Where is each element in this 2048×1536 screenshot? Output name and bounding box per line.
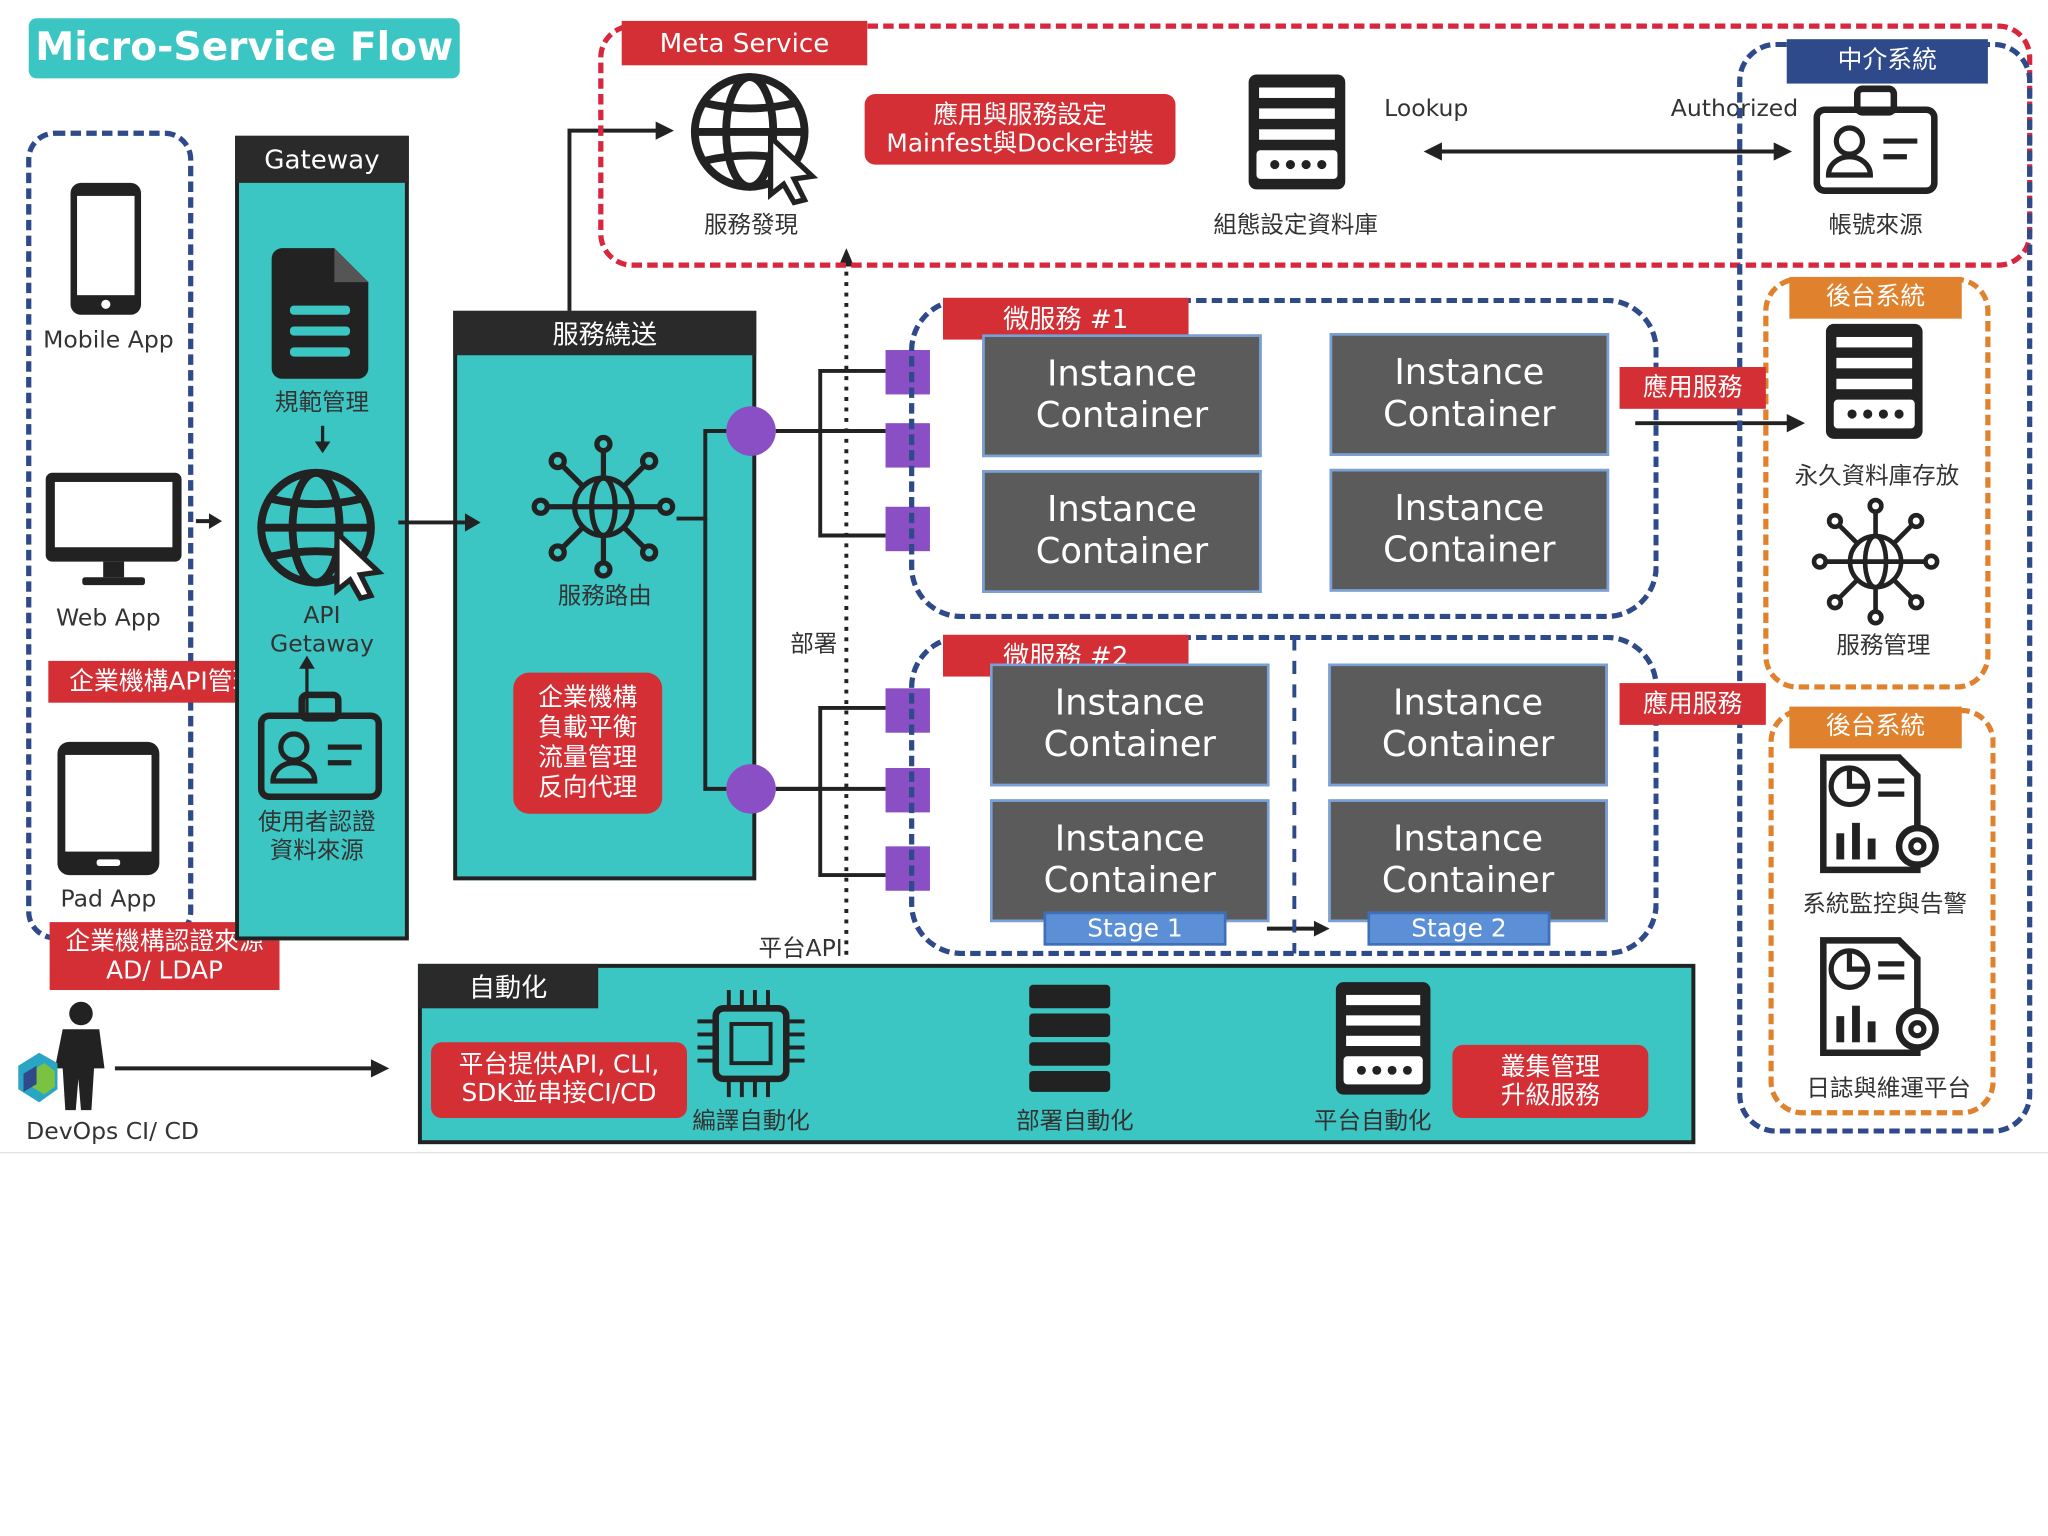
ms1-app-service-tag: 應用服務	[1619, 367, 1766, 409]
monitoring-label: 系統監控與告警	[1802, 890, 1967, 919]
backend2-tag: 後台系統	[1789, 706, 1962, 749]
ms2-app-service-tag: 應用服務	[1619, 683, 1766, 725]
platform-api-tag: 平台提供API, CLI, SDK並串接CI/CD	[431, 1042, 688, 1119]
ms2-container-2: Instance Container	[1328, 663, 1608, 787]
broker-tag: 中介系統	[1786, 39, 1988, 84]
port-ms2-3	[885, 846, 930, 891]
authorized-label: Authorized	[1670, 95, 1799, 123]
cpu-chip-icon	[697, 990, 805, 1098]
config-database-label: 組態設定資料庫	[1213, 211, 1378, 240]
automation-header: 自動化	[417, 963, 599, 1009]
persistent-db-label: 永久資料庫存放	[1794, 462, 1960, 490]
cluster-management-tag: 叢集管理 升級服務	[1452, 1044, 1649, 1119]
stage2-badge: Stage 2	[1367, 911, 1551, 946]
monitor-icon	[45, 472, 182, 586]
routing-header: 服務繞送	[453, 310, 757, 356]
deploy-label: 部署	[790, 630, 838, 659]
platform-automation-label: 平台自動化	[1313, 1107, 1432, 1136]
monitoring-report-icon	[1820, 754, 1939, 874]
server-stack-icon	[1029, 984, 1111, 1092]
config-tag: 應用與服務設定 Mainfest與Docker封裝	[864, 94, 1176, 165]
service-management-label: 服務管理	[1836, 632, 1931, 660]
bottom-divider	[0, 1151, 2048, 1154]
lookup-label: Lookup	[1384, 95, 1469, 123]
port-ms1-3	[885, 506, 930, 552]
ms1-region	[909, 297, 1659, 620]
port-ms2-1	[885, 688, 930, 733]
globe-cursor-icon	[257, 468, 385, 602]
ms2-container-4: Instance Container	[1328, 799, 1608, 923]
service-discovery-label: 服務發現	[703, 211, 799, 240]
spec-management-label: 規範管理	[274, 389, 369, 417]
tablet-icon	[57, 741, 160, 876]
id-card-icon	[257, 691, 383, 800]
ms1-container-1: Instance Container	[982, 334, 1262, 458]
service-routing-label: 服務路由	[557, 582, 652, 610]
document-icon	[271, 248, 369, 379]
ms1-container-4: Instance Container	[1329, 468, 1610, 592]
platform-api-label: 平台API	[758, 935, 843, 963]
deploy-automation-label: 部署自動化	[1016, 1107, 1134, 1136]
backend1-tag: 後台系統	[1789, 276, 1962, 319]
mobile-app-label: Mobile App	[43, 326, 174, 354]
meta-service-tag: Meta Service	[621, 20, 868, 66]
page-title: Micro-Service Flow	[28, 18, 460, 79]
arrow-down-icon	[314, 425, 331, 454]
route-node-upper	[726, 406, 776, 456]
port-ms1-2	[885, 423, 930, 468]
pad-app-label: Pad App	[60, 885, 157, 913]
api-gateway-label: API Getaway	[270, 602, 374, 659]
platform-server-icon	[1335, 982, 1431, 1095]
ms2-container-3: Instance Container	[990, 799, 1270, 923]
database-server-icon	[1825, 323, 1923, 439]
port-ms1-1	[885, 350, 930, 395]
user-auth-source-label: 使用者認證 資料來源	[257, 808, 376, 865]
web-app-label: Web App	[56, 604, 161, 633]
logging-label: 日誌與維運平台	[1806, 1074, 1971, 1103]
ms2-region	[909, 634, 1659, 957]
ms1-container-2: Instance Container	[1329, 333, 1610, 456]
account-source-label: 帳號來源	[1828, 211, 1923, 240]
compile-automation-label: 編譯自動化	[692, 1107, 810, 1136]
ms1-tag: 微服務 #1	[943, 297, 1189, 340]
ms1-container-3: Instance Container	[982, 470, 1262, 593]
devops-person-icon	[18, 1001, 105, 1111]
account-id-card-icon	[1813, 85, 1938, 194]
stage1-badge: Stage 1	[1043, 911, 1227, 946]
service-management-network-icon	[1811, 497, 1940, 626]
mobile-phone-icon	[70, 182, 142, 315]
logging-report-icon	[1820, 937, 1939, 1056]
arrow-up-icon	[299, 655, 315, 716]
network-globe-icon	[531, 434, 676, 579]
server-icon	[1248, 74, 1346, 190]
load-balancing-tag: 企業機構 負載平衡 流量管理 反向代理	[513, 672, 663, 814]
gateway-header: Gateway	[235, 135, 409, 183]
route-node-lower	[726, 764, 776, 814]
port-ms2-2	[885, 767, 930, 813]
service-discovery-globe-icon	[690, 73, 819, 206]
devops-label: DevOps CI/ CD	[26, 1118, 200, 1146]
ms2-container-1: Instance Container	[990, 663, 1270, 787]
